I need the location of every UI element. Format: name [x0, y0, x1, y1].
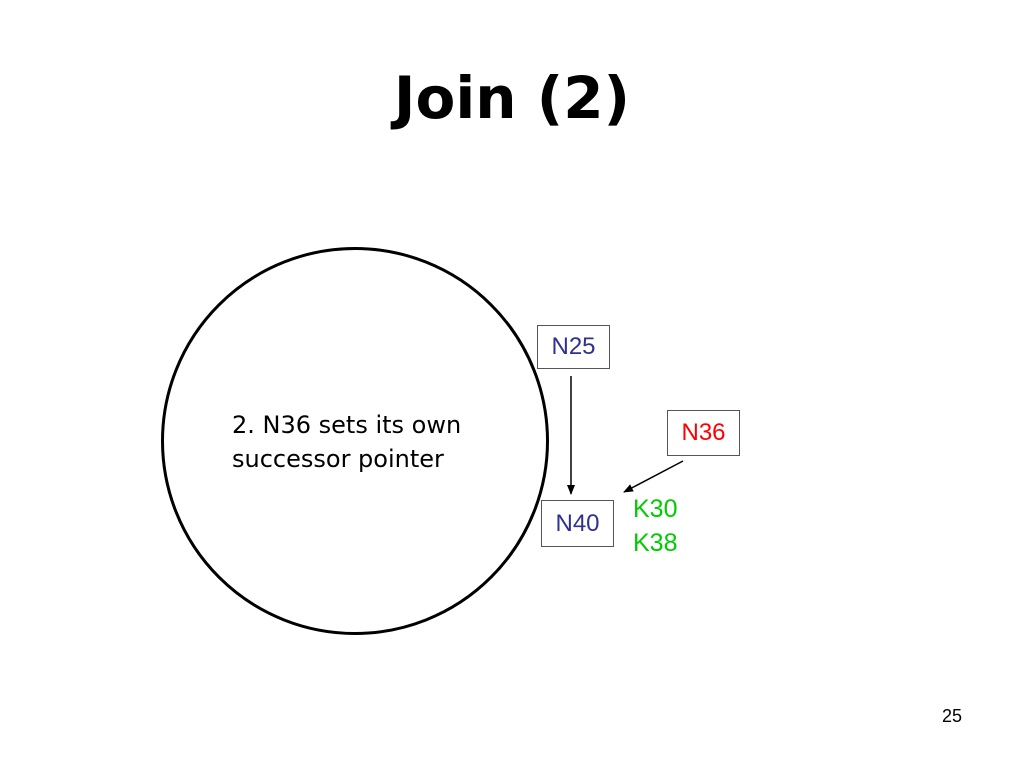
step-note: 2. N36 sets its own successor pointer [232, 411, 462, 473]
node-n36: N36 [667, 410, 740, 456]
arrow-n36-to-n40 [623, 460, 684, 493]
node-n40: N40 [541, 500, 614, 547]
page-number: 25 [941, 706, 962, 726]
node-n25: N25 [537, 325, 610, 369]
key-item: K30 [633, 495, 678, 523]
key-item: K38 [633, 529, 678, 557]
key-list: K30 K38 [633, 492, 677, 560]
slide-title: Join (2) [393, 64, 631, 132]
chord-ring [161, 247, 549, 635]
